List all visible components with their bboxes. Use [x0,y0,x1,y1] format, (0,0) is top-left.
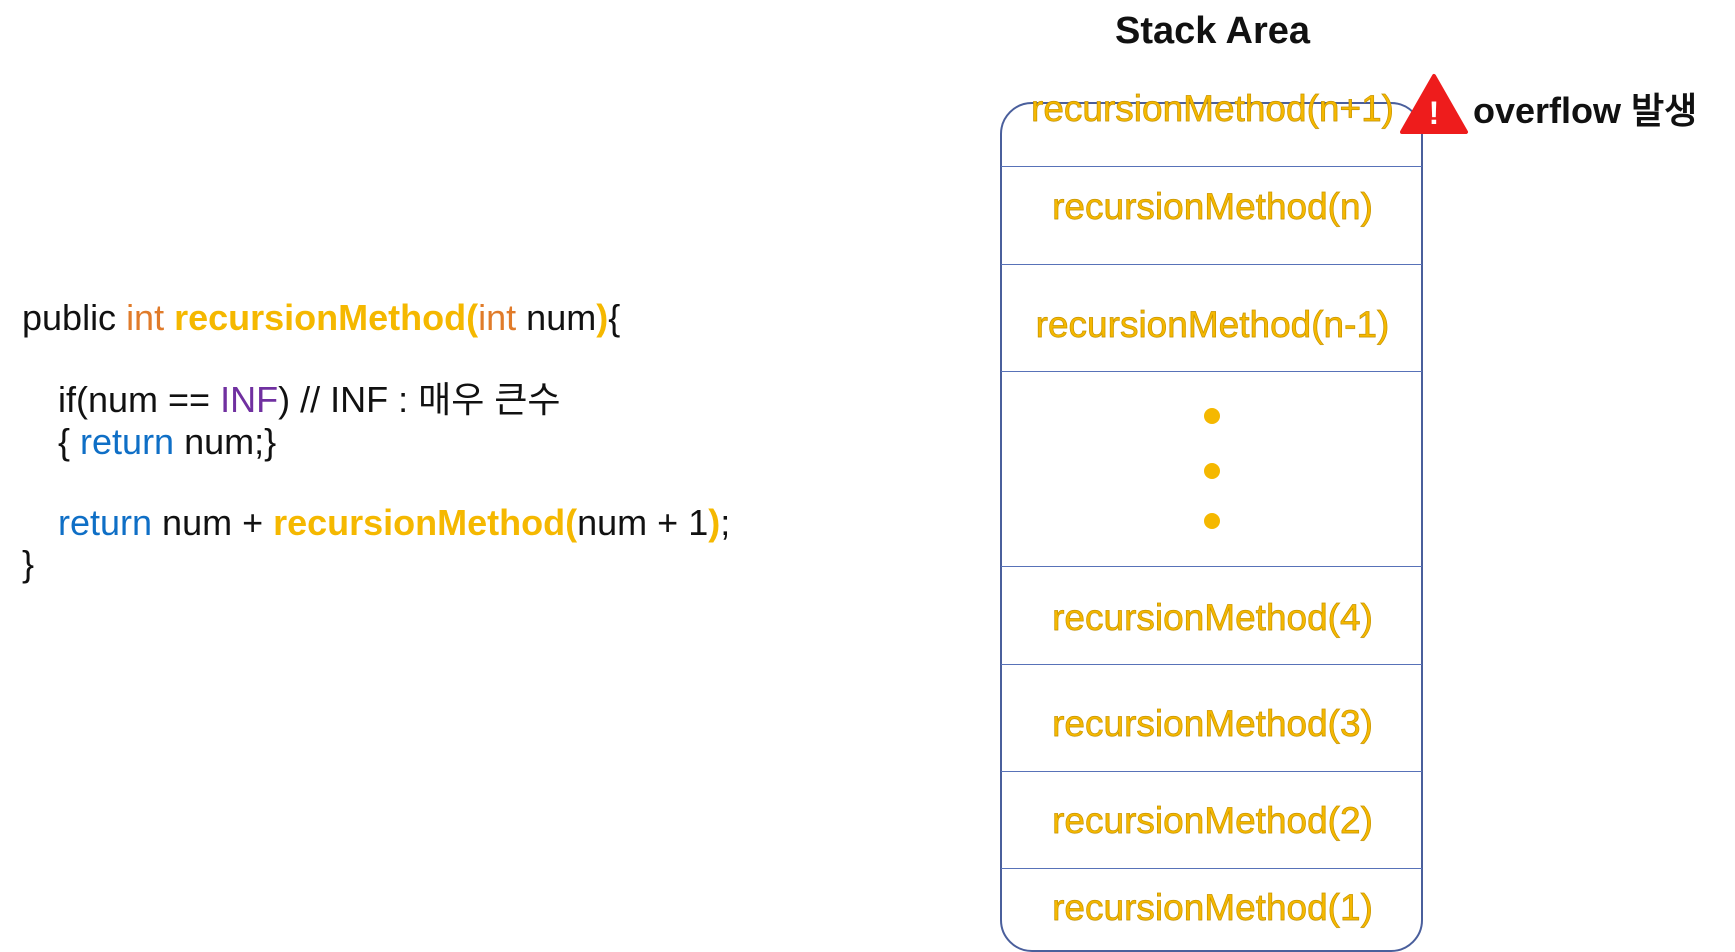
code-token-constant: INF [220,379,279,420]
code-token-function: recursionMethod [273,502,566,543]
code-token: num + [152,502,274,543]
code-token-function: recursionMethod [174,297,467,338]
code-token: num + 1 [577,502,709,543]
code-token: if(num == [58,379,221,420]
code-line-4: return num + recursionMethod(num + 1); [58,505,730,541]
stack-divider [1001,264,1422,265]
stack-frame-n: recursionMethod(n) [1052,186,1374,228]
stack-frame-n-plus-1: recursionMethod(n+1) [1031,88,1395,130]
code-token-paren: ) [596,297,609,338]
stack-divider [1001,566,1422,567]
code-token: ) // INF : 매우 큰수 [278,379,561,420]
stack-frame-4: recursionMethod(4) [1052,597,1374,639]
code-token-paren: ( [565,502,578,543]
code-token-type: int [126,297,165,338]
overflow-label: overflow 발생 [1473,90,1698,131]
warning-icon: ! [1400,74,1468,134]
stack-divider [1001,166,1422,167]
code-line-1: public int recursionMethod(int num){ [22,300,620,336]
stack-frame-2: recursionMethod(2) [1052,800,1374,842]
stack-frame-1: recursionMethod(1) [1052,887,1374,929]
code-token: { [58,421,81,462]
code-token-keyword: return [58,502,153,543]
ellipsis-dot [1204,408,1220,424]
stack-divider [1001,664,1422,665]
code-token: public [22,297,127,338]
code-token-type: int [478,297,517,338]
stack-box [1000,102,1423,952]
stack-title: Stack Area [1114,10,1311,52]
ellipsis-dot [1204,463,1220,479]
ellipsis-dot [1204,513,1220,529]
code-line-3: { return num;} [58,424,276,460]
code-token [164,297,174,338]
stack-frame-3: recursionMethod(3) [1052,703,1374,745]
code-token-paren: ) [708,502,721,543]
stack-frame-n-minus-1: recursionMethod(n-1) [1035,304,1390,346]
code-token-keyword: return [80,421,175,462]
code-token: ; [720,502,731,543]
code-line-5: } [22,546,34,582]
warning-symbol: ! [1429,95,1440,131]
code-token: num [516,297,597,338]
code-token: num;} [174,421,277,462]
stack-divider [1001,868,1422,869]
code-token: } [22,543,35,584]
stack-divider [1001,771,1422,772]
code-token: { [608,297,621,338]
stack-divider [1001,371,1422,372]
code-line-2: if(num == INF) // INF : 매우 큰수 [58,382,561,418]
code-token-paren: ( [466,297,479,338]
